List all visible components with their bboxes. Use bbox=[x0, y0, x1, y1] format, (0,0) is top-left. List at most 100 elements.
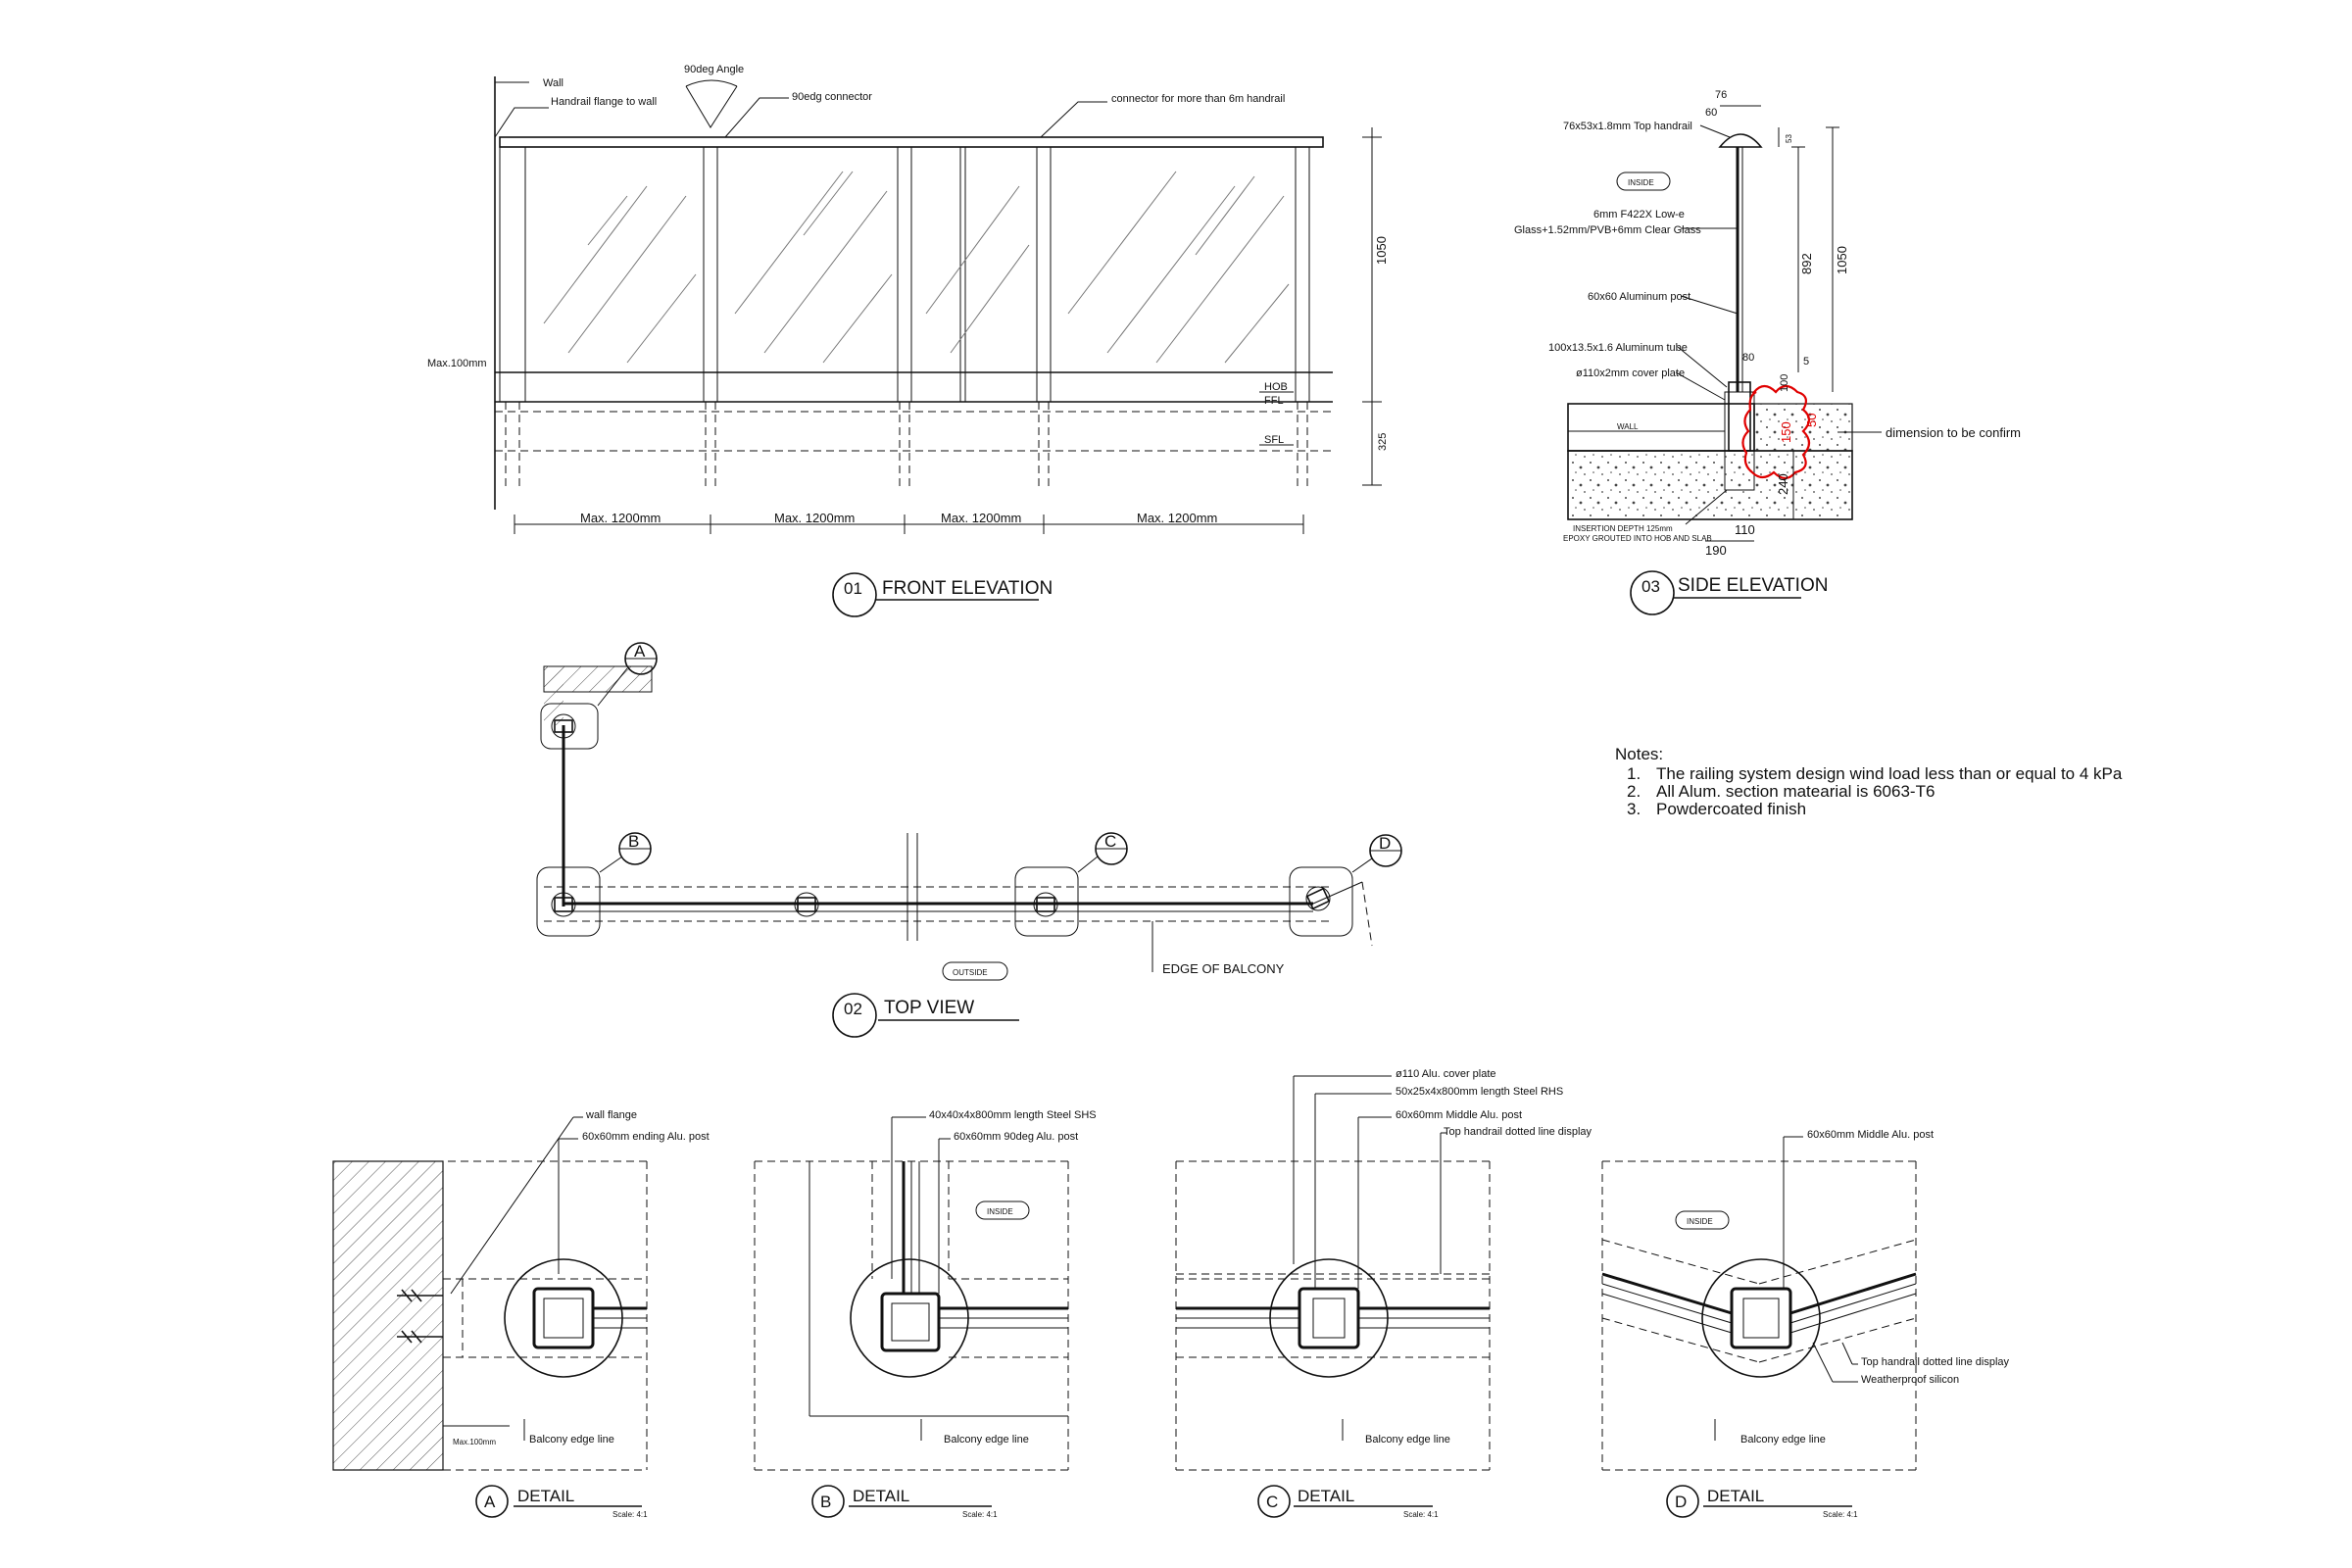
dim-892: 892 bbox=[1799, 253, 1814, 274]
top-number: 02 bbox=[844, 1000, 862, 1018]
ffl-label: FFL bbox=[1264, 395, 1284, 407]
side-inside-tag bbox=[1616, 172, 1671, 191]
side-hob bbox=[1567, 403, 1755, 452]
detail-b-edge: Balcony edge line bbox=[944, 1434, 1029, 1446]
dim-80: 80 bbox=[1742, 352, 1754, 364]
top-view: A B C D OUTSIDE EDGE OF BALCONY 02 TOP V… bbox=[536, 642, 1402, 1038]
front-number: 01 bbox=[844, 579, 862, 598]
dim-100: 100 bbox=[1779, 374, 1790, 392]
cover-plate-label: ø110x2mm cover plate bbox=[1576, 368, 1685, 379]
front-dim-1050: 1050 bbox=[1374, 236, 1389, 265]
top-callout-b[interactable]: B bbox=[599, 832, 652, 873]
insertion-label-2: EPOXY GROUTED INTO HOB AND SLAB bbox=[1563, 534, 1712, 543]
top-callout-c[interactable]: C bbox=[1077, 832, 1128, 873]
svg-text:Scale: 4:1: Scale: 4:1 bbox=[1823, 1510, 1858, 1519]
detail-a-wall bbox=[332, 1160, 444, 1471]
side-title: SIDE ELEVATION bbox=[1678, 575, 1828, 596]
top-outside-tag bbox=[942, 961, 1008, 981]
span-3: Max. 1200mm bbox=[941, 511, 1021, 525]
detail-d-cover bbox=[1701, 1258, 1821, 1378]
markup-cloud bbox=[1741, 384, 1811, 480]
front-max-100: Max.100mm bbox=[427, 358, 487, 369]
svg-text:C: C bbox=[1104, 832, 1116, 851]
hob-label: HOB bbox=[1264, 381, 1288, 393]
svg-text:1.: 1. bbox=[1627, 764, 1641, 783]
angle-label: 90deg Angle bbox=[684, 64, 744, 75]
svg-text:B: B bbox=[628, 832, 639, 851]
note-2: All Alum. section matearial is 6063-T6 bbox=[1656, 782, 1935, 801]
top-handrail-label: 76x53x1.8mm Top handrail bbox=[1563, 121, 1692, 132]
detail-c-handrail: Top handrail dotted line display bbox=[1444, 1126, 1592, 1138]
connector-6m-label: connector for more than 6m handrail bbox=[1111, 93, 1285, 105]
front-dim-325: 325 bbox=[1377, 433, 1389, 451]
detail-a-letter: A bbox=[484, 1493, 496, 1511]
side-wall-tag: WALL bbox=[1617, 422, 1639, 431]
side-title-circle bbox=[1630, 570, 1675, 615]
side-handrail bbox=[1718, 133, 1763, 148]
detail-c-post: 60x60mm Middle Alu. post bbox=[1396, 1109, 1522, 1121]
dim-60: 60 bbox=[1705, 107, 1717, 119]
dim-5: 5 bbox=[1803, 356, 1809, 368]
svg-text:Scale: 4:1: Scale: 4:1 bbox=[1403, 1510, 1439, 1519]
detail-d-silicon: Weatherproof silicon bbox=[1861, 1374, 1959, 1386]
svg-text:D: D bbox=[1379, 834, 1391, 853]
front-elevation: Max. 1200mm Max. 1200mm Max. 1200mm Max.… bbox=[427, 64, 1389, 617]
svg-text:INSIDE: INSIDE bbox=[1628, 178, 1654, 187]
insertion-label-1: INSERTION DEPTH 125mm bbox=[1573, 524, 1673, 533]
detail-d-title: DETAIL bbox=[1707, 1487, 1764, 1505]
posts bbox=[499, 146, 1310, 403]
front-title: FRONT ELEVATION bbox=[882, 578, 1053, 599]
detail-b: INSIDE 40x40x4x800mm length Steel SHS 60… bbox=[754, 1109, 1097, 1519]
wall-label: Wall bbox=[543, 77, 564, 89]
note-1: The railing system design wind load less… bbox=[1656, 764, 2123, 783]
detail-d: INSIDE 60x60mm Middle Alu. post Top hand… bbox=[1601, 1129, 2010, 1519]
detail-c-cover-label: ø110 Alu. cover plate bbox=[1396, 1068, 1496, 1080]
svg-text:OUTSIDE: OUTSIDE bbox=[953, 968, 988, 977]
span-1: Max. 1200mm bbox=[580, 511, 661, 525]
detail-c-rhs: 50x25x4x800mm length Steel RHS bbox=[1396, 1086, 1563, 1098]
span-2: Max. 1200mm bbox=[774, 511, 855, 525]
detail-d-edge: Balcony edge line bbox=[1740, 1434, 1826, 1446]
detail-a-flange: wall flange bbox=[585, 1109, 637, 1121]
detail-b-letter: B bbox=[820, 1493, 831, 1511]
top-callout-d[interactable]: D bbox=[1351, 834, 1402, 873]
detail-a-edge: Balcony edge line bbox=[529, 1434, 614, 1446]
top-title-circle bbox=[832, 993, 877, 1038]
span-4: Max. 1200mm bbox=[1137, 511, 1217, 525]
tube-label: 100x13.5x1.6 Aluminum tube bbox=[1548, 342, 1688, 354]
dim-50: 50 bbox=[1804, 414, 1819, 427]
svg-text:Scale: 4:1: Scale: 4:1 bbox=[962, 1510, 998, 1519]
detail-b-post: 60x60mm 90deg Alu. post bbox=[954, 1131, 1078, 1143]
dim-110: 110 bbox=[1735, 522, 1755, 537]
note-3: Powdercoated finish bbox=[1656, 800, 1806, 818]
detail-d-letter: D bbox=[1675, 1493, 1687, 1511]
detail-b-title: DETAIL bbox=[853, 1487, 909, 1505]
post-label: 60x60 Aluminum post bbox=[1588, 291, 1690, 303]
dim-150: 150 bbox=[1779, 421, 1793, 443]
svg-text:INSIDE: INSIDE bbox=[987, 1207, 1013, 1216]
svg-text:3.: 3. bbox=[1627, 800, 1641, 818]
dim-240: 240 bbox=[1776, 473, 1790, 495]
detail-a: wall flange 60x60mm ending Alu. post Max… bbox=[332, 1109, 710, 1519]
svg-text:2.: 2. bbox=[1627, 782, 1641, 801]
side-elevation: WALL 150 50 dimension to be confirm INSI… bbox=[1514, 89, 2021, 615]
glass-panels bbox=[524, 146, 1297, 373]
detail-c-title: DETAIL bbox=[1298, 1487, 1354, 1505]
detail-c: ø110 Alu. cover plate 50x25x4x800mm leng… bbox=[1175, 1068, 1592, 1519]
detail-b-shs: 40x40x4x800mm length Steel SHS bbox=[929, 1109, 1097, 1121]
glass-label-2: Glass+1.52mm/PVB+6mm Clear Glass bbox=[1514, 224, 1701, 236]
dim-76: 76 bbox=[1715, 89, 1727, 101]
confirm-label: dimension to be confirm bbox=[1886, 425, 2021, 440]
top-callout-a[interactable]: A bbox=[597, 642, 658, 707]
detail-b-inside-tag bbox=[975, 1200, 1030, 1220]
detail-d-handrail: Top handrail dotted line display bbox=[1861, 1356, 2010, 1368]
connector-90-label: 90edg connector bbox=[792, 91, 872, 103]
side-slab bbox=[1567, 450, 1853, 520]
glass-label-1: 6mm F422X Low-e bbox=[1593, 209, 1685, 220]
notes-heading: Notes: bbox=[1615, 745, 1663, 763]
handrail-flange-label: Handrail flange to wall bbox=[551, 96, 657, 108]
dim-53: 53 bbox=[1785, 134, 1793, 143]
dim-190: 190 bbox=[1705, 543, 1727, 558]
detail-c-letter: C bbox=[1266, 1493, 1278, 1511]
